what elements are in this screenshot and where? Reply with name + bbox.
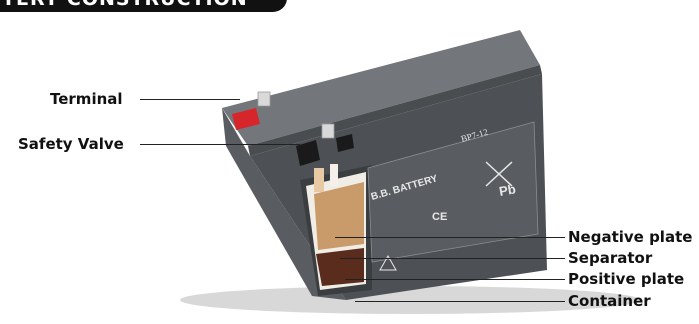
positive-plate [316, 248, 364, 286]
ce-mark: CE [432, 211, 447, 223]
leader-line [335, 237, 565, 238]
safety-valve-label: Safety Valve [18, 135, 124, 153]
leader-line [340, 258, 565, 259]
positive-plate-label: Positive plate [568, 270, 684, 288]
negative-plate-label: Negative plate [568, 228, 692, 246]
separator-label: Separator [568, 249, 652, 267]
leader-line [345, 279, 565, 280]
pb-mark: Pb [498, 181, 517, 199]
terminal-tab [322, 124, 334, 138]
container-label: Container [568, 292, 651, 310]
plate-strap [314, 168, 324, 192]
leader-line [355, 301, 565, 302]
terminal-label: Terminal [50, 90, 123, 108]
leader-line [140, 99, 240, 100]
plate-strap [330, 164, 338, 186]
terminal-tab [258, 92, 270, 106]
leader-line [140, 144, 300, 145]
